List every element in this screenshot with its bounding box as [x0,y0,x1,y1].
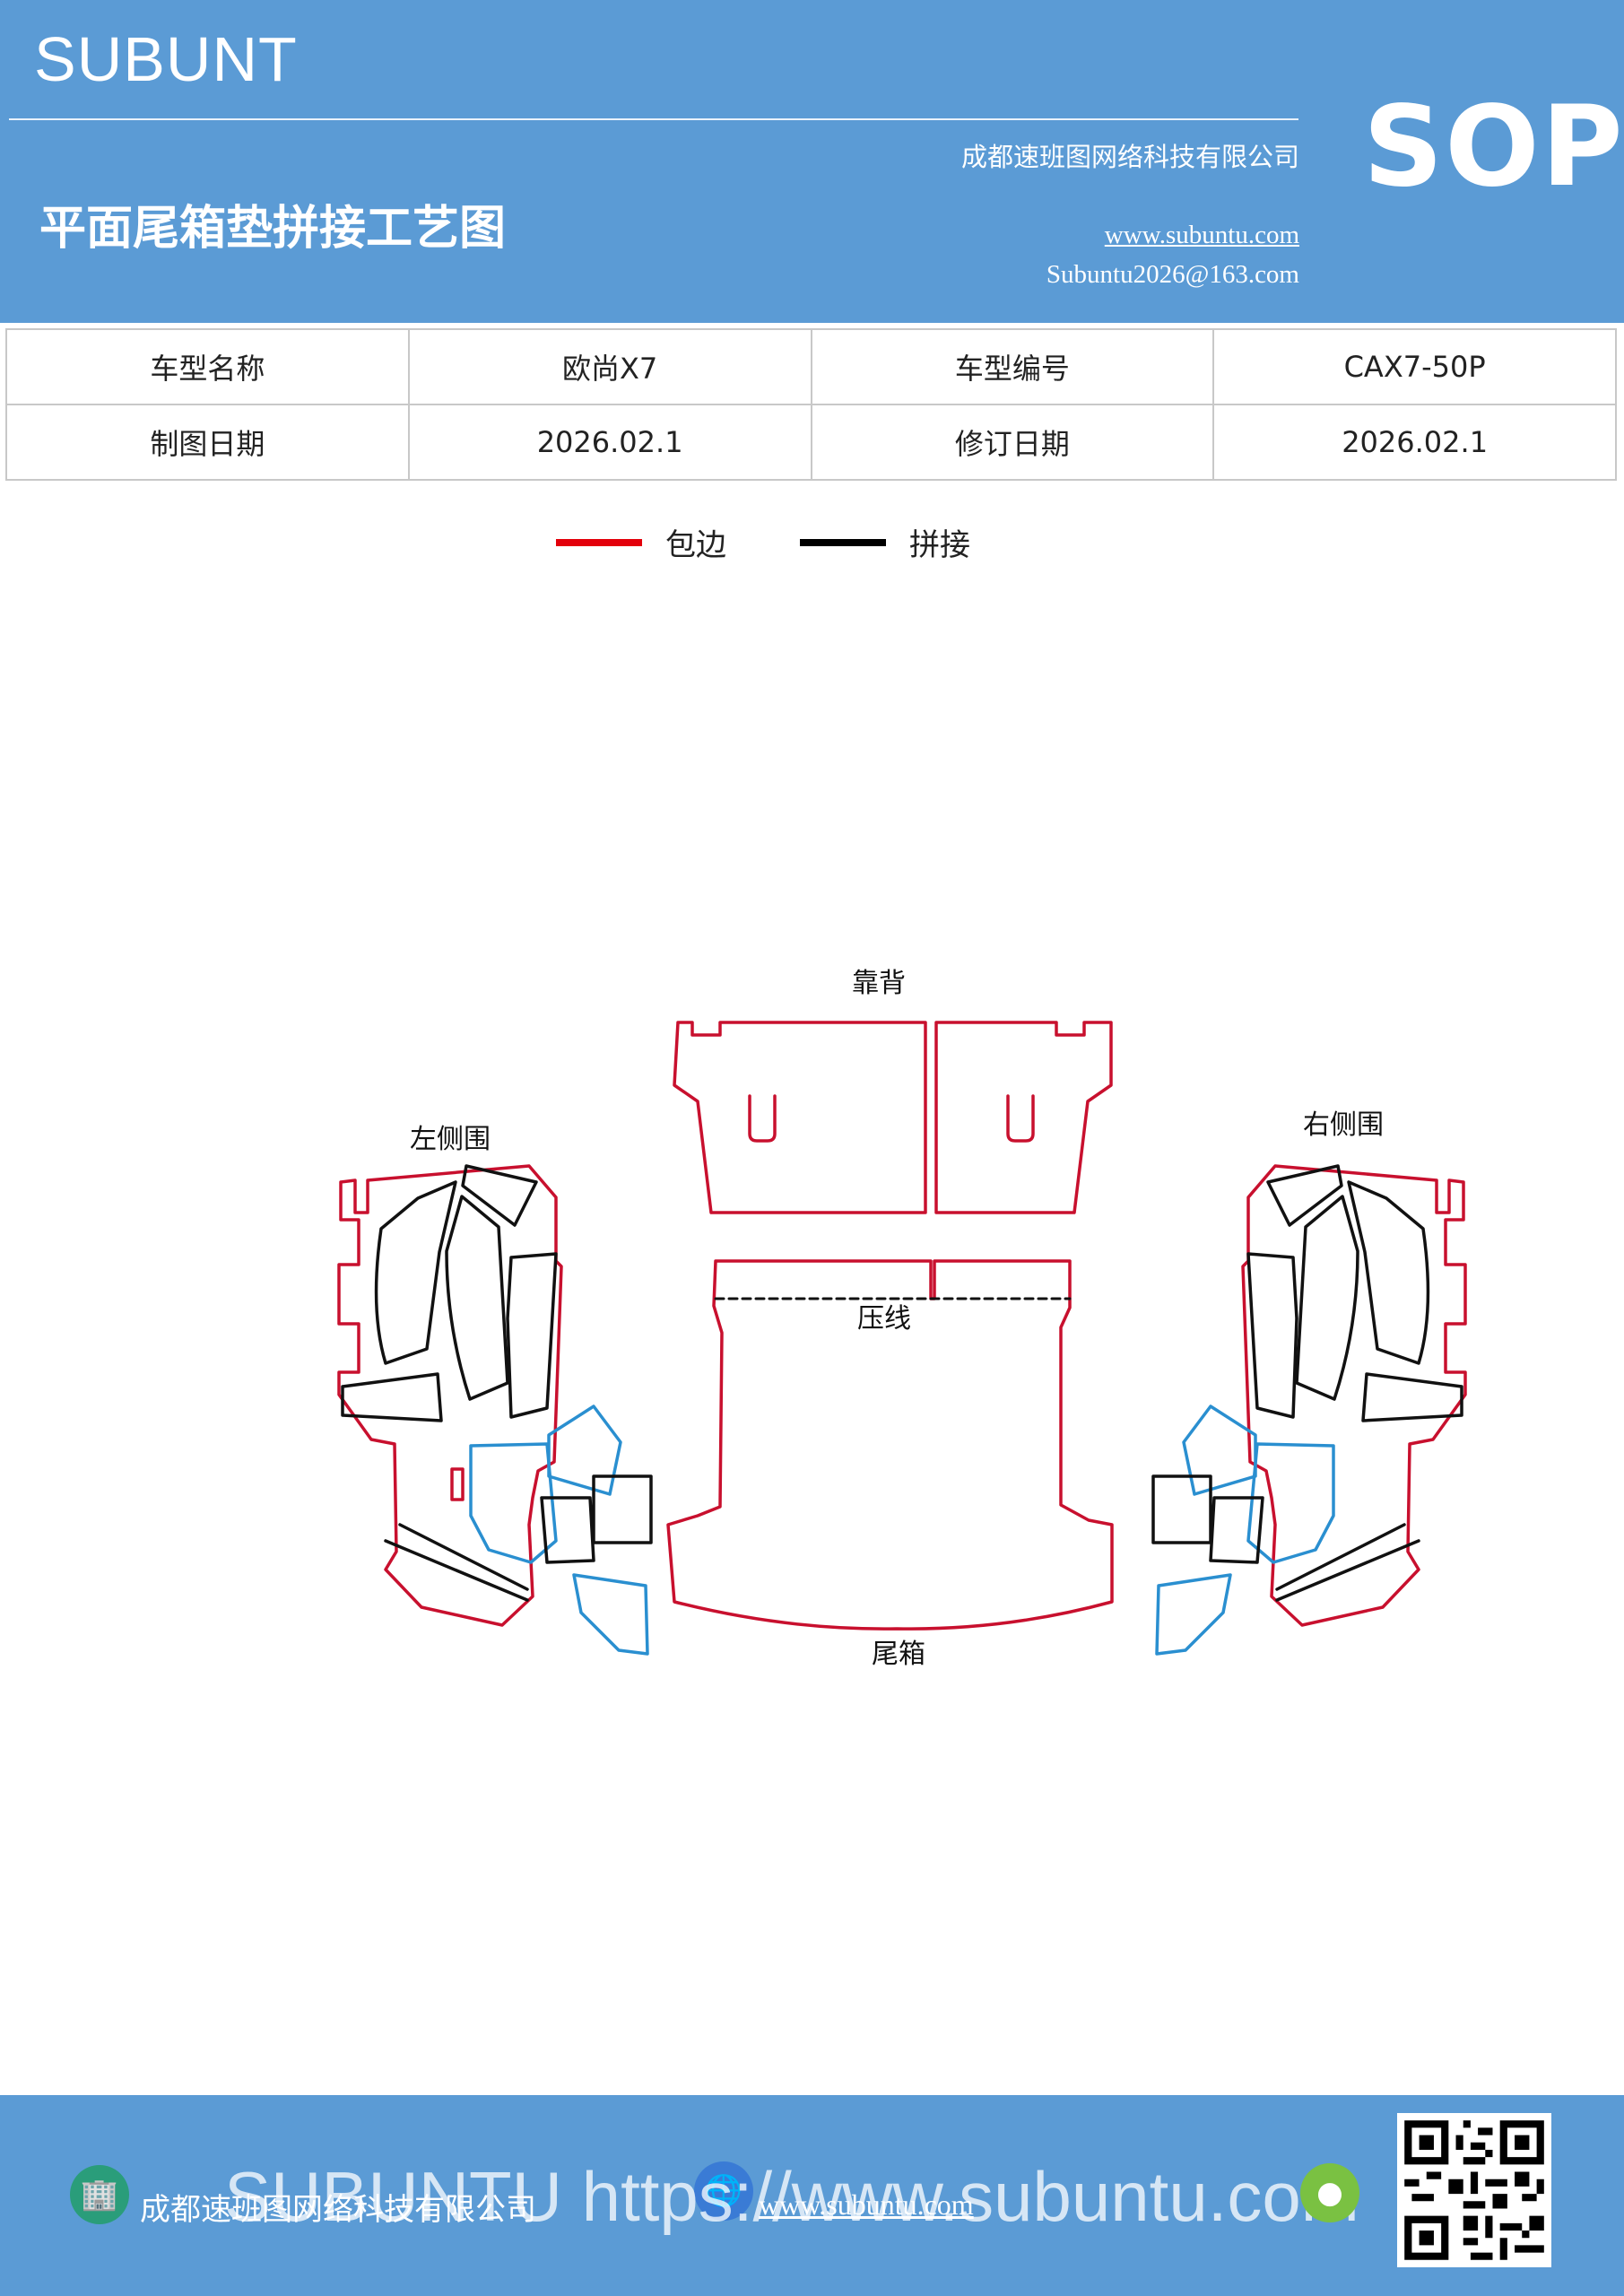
wechat-icon[interactable]: ● [1300,2163,1359,2222]
backrest-left-panel [673,1021,927,1214]
right-side-outer [1241,1164,1467,1627]
globe-icon: 🌐 [694,2161,753,2221]
right-side-blue-panel [1246,1442,1335,1564]
footer-website-link[interactable]: www.subuntu.com [759,2188,974,2221]
table-cell: 2026.02.1 [407,404,812,481]
qr-code[interactable] [1397,2113,1551,2267]
left-side-seam-1 [374,1180,457,1365]
legend-swatch-black [800,538,886,546]
vehicle-info-table: 车型名称 欧尚X7 车型编号 CAX7-50P 制图日期 2026.02.1 修… [5,328,1617,481]
label-backrest: 靠背 [852,968,906,999]
footer-watermark: SUBUNTU https://www.subuntu.com [224,2157,1359,2236]
footer-banner: 🏢 成都速班图网络科技有限公司 🌐 www.subuntu.com SUBUNT… [0,2095,1624,2296]
right-side-bottom-blue [1155,1573,1232,1656]
table-cell: 制图日期 [5,404,410,481]
header-divider [9,118,1298,120]
left-side-seam-5 [341,1372,443,1422]
table-row: 车型名称 欧尚X7 车型编号 CAX7-50P [5,328,1617,405]
sop-badge: SOP [1363,83,1624,212]
table-row: 制图日期 2026.02.1 修订日期 2026.02.1 [5,404,1617,481]
right-side-seam-5 [1361,1372,1463,1422]
label-right-side: 右侧围 [1303,1109,1384,1141]
right-side-blue-wedge [1182,1405,1257,1496]
left-side-outer [337,1164,563,1627]
legend-item-seam: 拼接 [800,520,970,564]
label-trunk: 尾箱 [872,1639,925,1670]
right-side-seam-1 [1347,1180,1430,1365]
right-side-small-panels [1151,1474,1264,1564]
header-banner: SUBUNT 平面尾箱垫拼接工艺图 成都速班图网络科技有限公司 www.subu… [0,0,1624,323]
left-side-seam-2 [445,1195,509,1401]
footer-company-name: 成都速班图网络科技有限公司 [140,2192,536,2228]
right-side-seam-6 [1275,1523,1420,1602]
left-side-small-panels [540,1474,653,1564]
left-side-seam-3 [461,1164,538,1227]
table-cell: 车型名称 [5,328,410,405]
right-side-seam-3 [1266,1164,1343,1227]
table-cell: CAX7-50P [1212,328,1617,405]
left-side-seam-6 [384,1523,529,1602]
backrest-right-slot [1006,1094,1035,1143]
legend-label: 包边 [665,527,726,563]
legend-swatch-red [556,538,642,546]
right-side-seam-2 [1295,1195,1359,1401]
left-side-seam-4 [506,1252,558,1419]
company-name: 成都速班图网络科技有限公司 [960,142,1299,172]
legend-label: 拼接 [909,527,970,563]
left-side-bottom-blue [572,1573,649,1656]
legend: 包边 拼接 [0,520,1624,574]
label-left-side: 左侧围 [410,1124,491,1155]
email-address: Subuntu2026@163.com [1046,260,1299,289]
document-title: 平面尾箱垫拼接工艺图 [39,202,507,256]
left-side-blue-wedge [547,1405,622,1496]
brand-name: SUBUNT [34,24,298,94]
building-icon: 🏢 [70,2165,129,2224]
left-side-blue-panel [469,1442,558,1564]
website-link[interactable]: www.subuntu.com [1104,221,1299,249]
table-cell: 2026.02.1 [1212,404,1617,481]
table-cell: 车型编号 [810,328,1215,405]
legend-item-edge: 包边 [556,520,726,564]
trunk-floor-panel [666,1259,1114,1631]
table-cell: 欧尚X7 [407,328,812,405]
left-side-slot [450,1467,465,1501]
trunk-mat-diagram: 靠背 左侧围 右侧围 压线 尾箱 [337,968,1467,1670]
label-press-line: 压线 [857,1303,911,1335]
table-cell: 修订日期 [810,404,1215,481]
backrest-right-panel [934,1021,1113,1214]
backrest-left-slot [748,1094,777,1143]
right-side-seam-4 [1246,1252,1298,1419]
